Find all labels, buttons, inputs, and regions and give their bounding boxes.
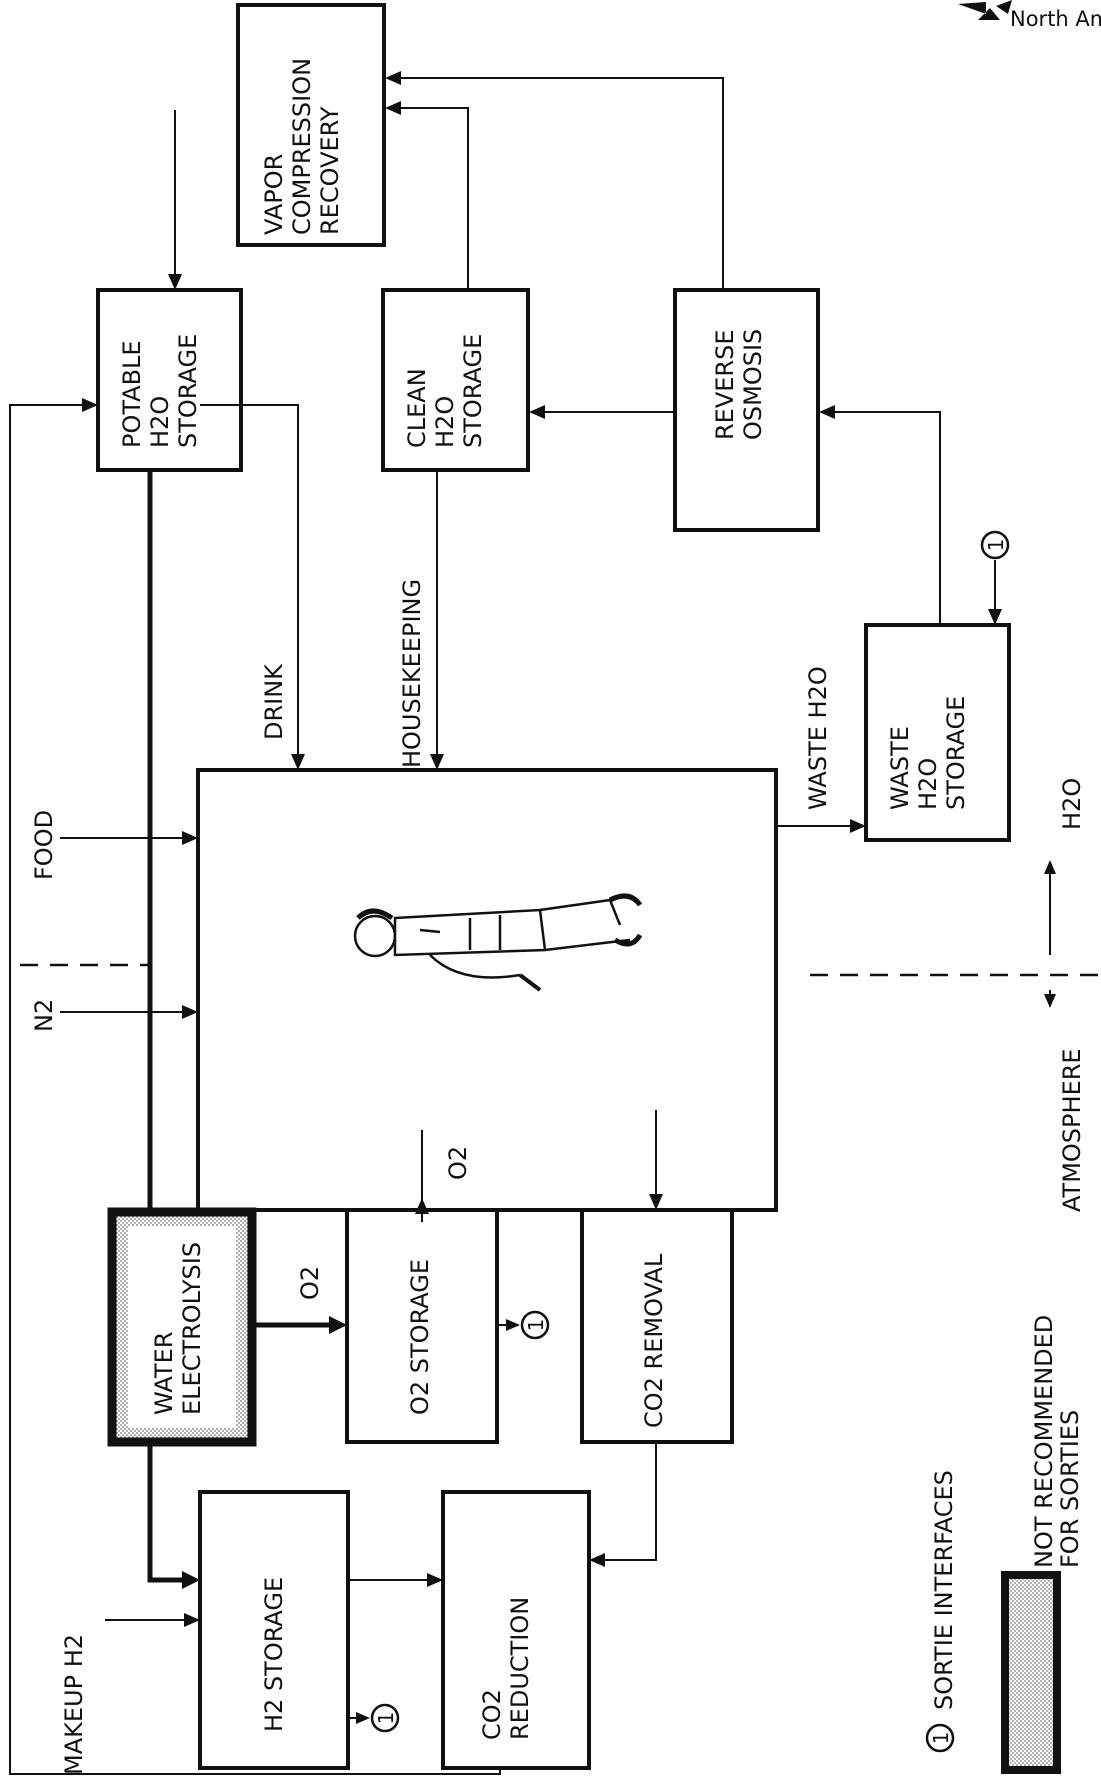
potable-label-1: POTABLE xyxy=(118,340,146,448)
sortie-interface-marker-o2: 1 xyxy=(520,1310,550,1340)
co2-reduction-label-2: REDUCTION xyxy=(506,1597,534,1740)
food-label: FOOD xyxy=(30,810,58,880)
waste-h2o-label: WASTE H2O xyxy=(804,666,832,810)
vapor-label-3: RECOVERY xyxy=(316,106,344,235)
co2-reduction-label-1: CO2 xyxy=(478,1689,506,1740)
legend-not-recommended: NOT RECOMMENDED FOR SORTIES xyxy=(1001,1315,1084,1774)
marker-number: 1 xyxy=(374,1712,398,1725)
potable-label-3: STORAGE xyxy=(174,334,202,448)
legend-not-recommended-line-2: FOR SORTIES xyxy=(1056,1410,1084,1568)
o2-storage-label: O2 STORAGE xyxy=(406,1259,434,1415)
vapor-compression-recovery-box: VAPOR COMPRESSION RECOVERY xyxy=(236,3,386,247)
reverse-label-1: REVERSE xyxy=(711,330,739,441)
atmosphere-label: ATMOSPHERE xyxy=(1058,1048,1086,1212)
o2-to-cabin-label: O2 xyxy=(444,1146,472,1180)
crew-cabin-box xyxy=(196,768,778,1212)
legend-sortie-interfaces-label: SORTIE INTERFACES xyxy=(930,1470,958,1710)
o2-from-electrolysis-label: O2 xyxy=(296,1266,324,1300)
clean-label-1: CLEAN xyxy=(403,368,431,448)
reverse-osmosis-box: REVERSE OSMOSIS xyxy=(673,288,820,532)
legend-marker-number: 1 xyxy=(929,1732,953,1745)
reverse-label-2: OSMOSIS xyxy=(739,329,767,440)
crew-member-figure xyxy=(353,893,643,992)
electrolysis-label-2: ELECTROLYSIS xyxy=(178,1242,206,1415)
vapor-label-2: COMPRESSION xyxy=(288,58,316,235)
makeup-h2-label: MAKEUP H2 xyxy=(60,1634,88,1775)
co2-removal-box: CO2 REMOVAL xyxy=(580,1208,734,1444)
clean-label-2: H2O xyxy=(431,396,459,448)
clean-h2o-storage-box: CLEAN H2O STORAGE xyxy=(381,288,530,472)
waste-h2o-storage-box: WASTE H2O STORAGE xyxy=(864,623,1011,842)
electrolysis-label-1: WATER xyxy=(150,1332,178,1415)
waste-label-3: STORAGE xyxy=(942,696,970,810)
housekeeping-label: HOUSEKEEPING xyxy=(398,579,426,768)
co2-removal-label: CO2 REMOVAL xyxy=(640,1253,668,1428)
sortie-interface-marker-h2: 1 xyxy=(370,1703,400,1733)
logo-text: North American xyxy=(1010,7,1101,31)
potable-h2o-storage-box: POTABLE H2O STORAGE xyxy=(96,288,243,472)
clean-label-3: STORAGE xyxy=(459,334,487,448)
marker-number: 1 xyxy=(524,1319,548,1332)
waste-label-2: H2O xyxy=(914,758,942,810)
h2o-vent-label: H2O xyxy=(1058,778,1086,830)
flow-lines xyxy=(9,71,1101,1775)
n2-label: N2 xyxy=(30,999,58,1032)
h2-storage-box: H2 STORAGE xyxy=(198,1490,350,1770)
h2-storage-label: H2 STORAGE xyxy=(260,1577,288,1732)
waste-label-1: WASTE xyxy=(886,726,914,810)
potable-label-2: H2O xyxy=(146,396,174,448)
water-electrolysis-box: WATER ELECTROLYSIS xyxy=(107,1207,257,1447)
sortie-interface-marker-waste: 1 xyxy=(980,530,1010,560)
legend-sortie-interfaces: 1 SORTIE INTERFACES xyxy=(925,1470,958,1753)
legend-not-recommended-line-1: NOT RECOMMENDED xyxy=(1030,1315,1058,1568)
co2-reduction-box: CO2 REDUCTION xyxy=(441,1490,591,1770)
marker-number: 1 xyxy=(984,539,1008,552)
vapor-label-1: VAPOR xyxy=(260,154,288,235)
drink-label: DRINK xyxy=(260,663,288,740)
legend: 1 SORTIE INTERFACES NOT RECOMMENDED FOR … xyxy=(925,1315,1084,1774)
company-logo: North American xyxy=(958,0,1101,31)
o2-storage-box: O2 STORAGE xyxy=(345,1208,499,1444)
